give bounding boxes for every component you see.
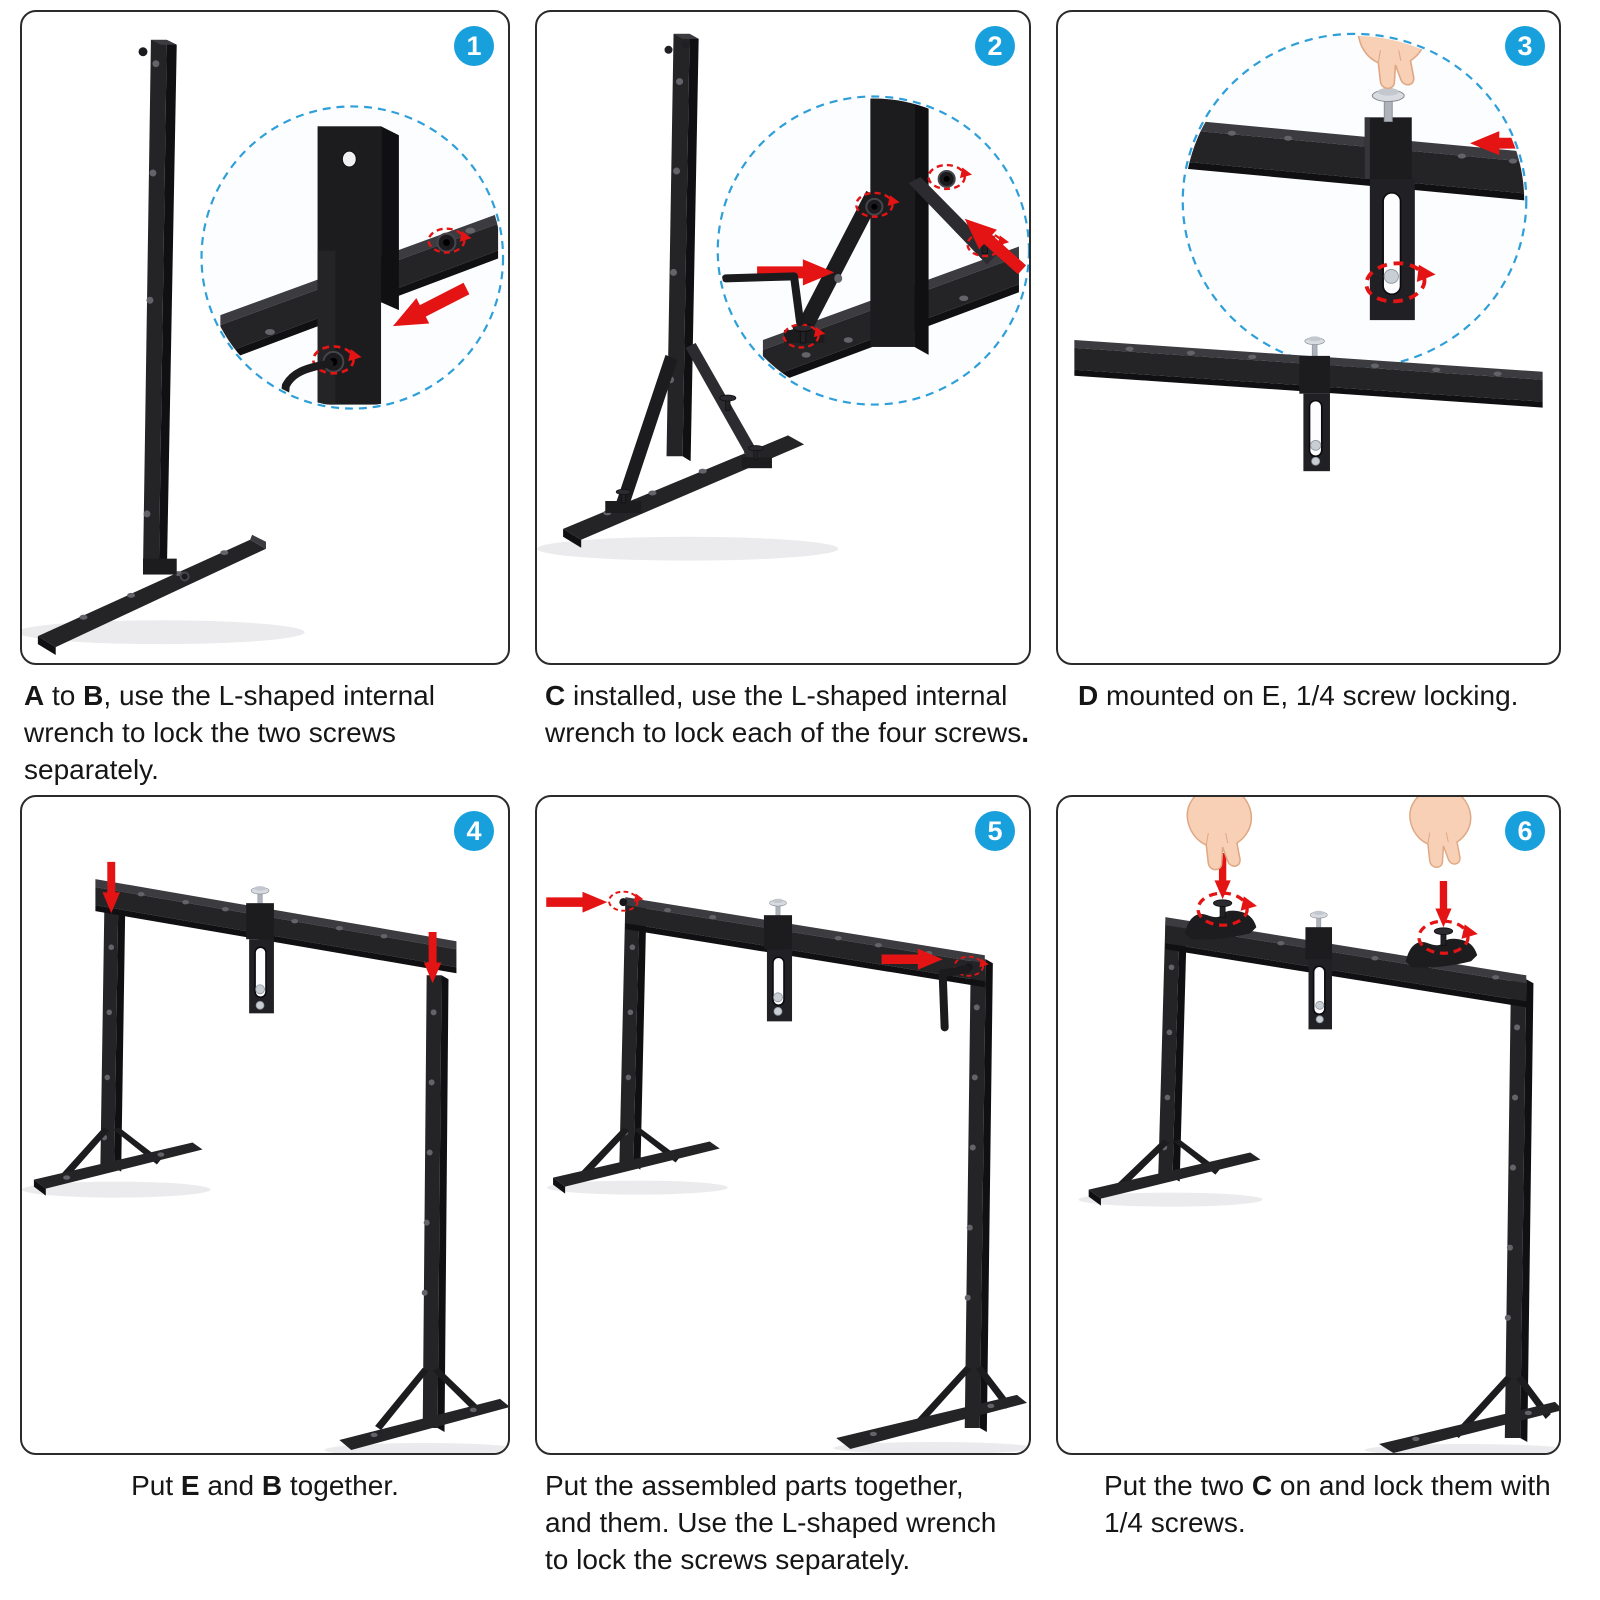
step-1-illustration [22, 39, 505, 656]
step-number-badge: 6 [1505, 811, 1545, 851]
left-upright-b [1088, 921, 1261, 1206]
thumb-screw-icon [769, 898, 787, 918]
part-d-bracket-closeup [1364, 117, 1415, 321]
part-b-foot-bar [37, 534, 266, 656]
left-brace-closeup [782, 190, 901, 349]
part-a-post [138, 39, 190, 582]
left-corner-lock [546, 890, 645, 913]
thumb-screw-icon [250, 885, 270, 907]
thumb-screw-icon [1309, 910, 1328, 930]
right-corner-lock [881, 948, 990, 1032]
left-upright-b [553, 901, 720, 1194]
magnifier-detail [716, 95, 1029, 406]
part-c-braces [605, 342, 772, 513]
step-caption: Put E and B together. [131, 1470, 399, 1501]
floor-shadow [1078, 1192, 1263, 1207]
step-number-badge: 1 [454, 26, 494, 66]
magnifier-detail [1181, 32, 1528, 369]
pinching-hand-icon [1409, 797, 1472, 869]
left-upright-b [33, 909, 203, 1196]
step-5-illustration [546, 890, 1029, 1453]
allen-wrench-icon [938, 965, 971, 1032]
step-caption: C installed, use the L-shaped internal w… [545, 680, 1029, 748]
part-d-bracket [1299, 335, 1330, 472]
right-brace-closeup [908, 163, 1011, 265]
red-arrow-icon [546, 891, 608, 913]
screw-right [427, 227, 473, 254]
pinching-hand-icon [1186, 797, 1253, 871]
step-panel-6: 6 [1056, 795, 1561, 1455]
step-panel-4: 4 [20, 795, 510, 1455]
right-upright-b [339, 975, 508, 1450]
step-3-illustration [1074, 32, 1543, 472]
step-caption: A to B, use the L-shaped internal wrench… [24, 680, 435, 785]
step-panel-5: 5 [535, 795, 1031, 1455]
part-e-bar [625, 897, 985, 988]
step-caption: D mounted on E, 1/4 screw locking. [1078, 680, 1519, 711]
step-panel-3: 3 [1056, 10, 1561, 665]
post-closeup [870, 98, 929, 355]
step-panel-1: 1 [20, 10, 510, 665]
floor-shadow [22, 1181, 211, 1198]
step-number-badge: 2 [975, 26, 1015, 66]
step-panel-2: 2 [535, 10, 1031, 665]
step-4-illustration [22, 861, 508, 1453]
step-number-badge: 5 [975, 811, 1015, 851]
part-d-bracket [246, 885, 274, 1014]
part-e-bar-closeup [1184, 119, 1525, 202]
step-caption: Put the assembled parts together, and th… [545, 1470, 997, 1575]
floor-shadow [537, 536, 839, 561]
left-hook-c [1184, 797, 1259, 940]
right-upright-b [1379, 979, 1559, 1453]
part-d-bracket [1305, 910, 1333, 1030]
magnifier-detail [200, 105, 505, 410]
right-upright-b [836, 959, 1027, 1449]
part-a-post [664, 33, 699, 462]
part-e-bar-assembly [1074, 335, 1543, 472]
step-caption: Put the two C on and lock them with 1/4 … [1104, 1470, 1551, 1538]
step-2-illustration [537, 33, 1029, 561]
part-d-bracket [763, 898, 793, 1022]
allen-wrench-icon [721, 272, 805, 327]
allen-wrench-icon [275, 359, 334, 407]
magnifier-circle-icon [1181, 32, 1528, 369]
part-e-bar [95, 879, 457, 974]
step-6-illustration [1078, 797, 1559, 1453]
floor-shadow [833, 1441, 1029, 1453]
step-number-badge: 4 [454, 811, 494, 851]
floor-shadow [547, 1180, 728, 1195]
right-hook-c [1405, 797, 1480, 968]
floor-shadow [324, 1442, 508, 1453]
step-number-badge: 3 [1505, 26, 1545, 66]
